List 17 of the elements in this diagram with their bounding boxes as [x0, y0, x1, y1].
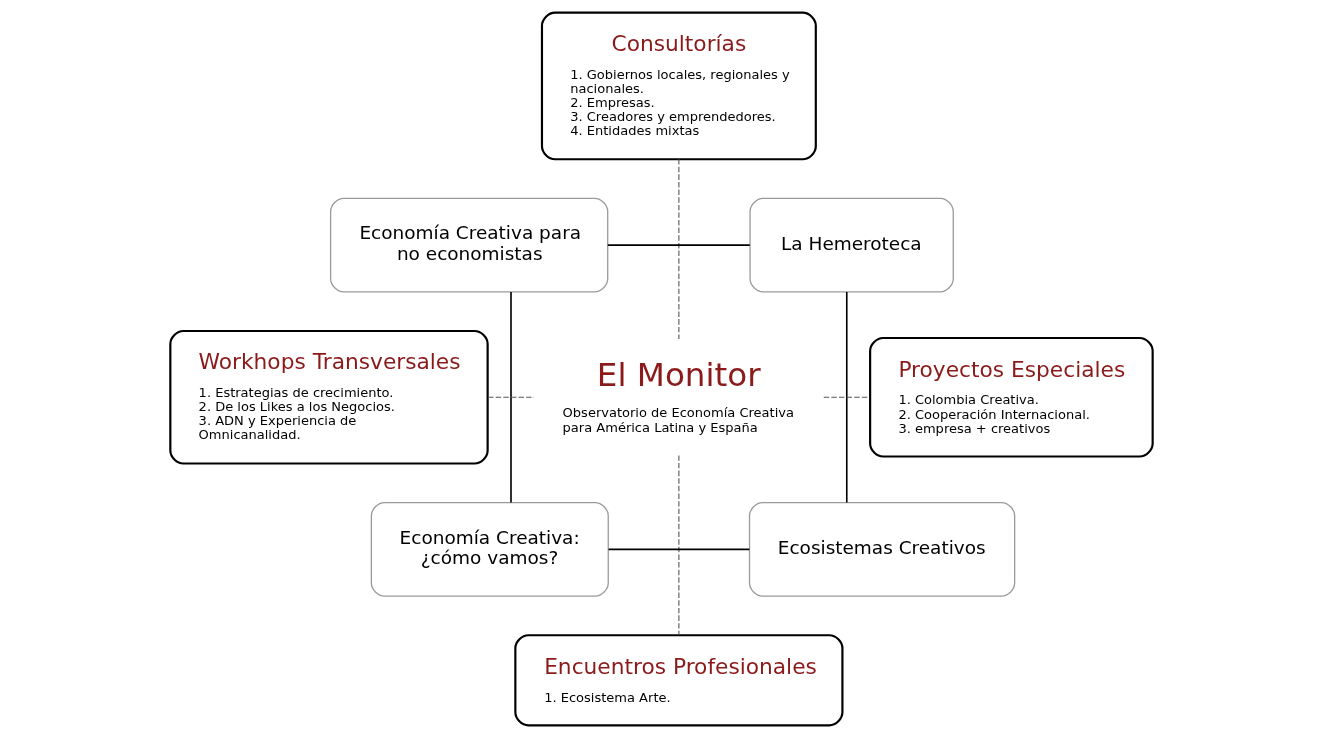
- node-box: Proyectos Especiales 1. Colombia Creativa. 2. Cooperación Internacional. 3. empresa + creativos: [869, 336, 1154, 458]
- connector: [487, 396, 535, 398]
- connector: [510, 291, 512, 504]
- connector: [678, 455, 680, 636]
- node-box: Encuentros Profesionales 1. Ecosistema Arte.: [514, 634, 844, 727]
- node-box: Workhops Transversales 1. Estrategias de crecimiento. 2. De los Likes a los Negocios. 3. ADN y Experiencia de Omnicanalidad.: [169, 329, 489, 465]
- node-text: El Monitor Observatorio de Economía Creativa para América Latina y España: [562, 356, 794, 435]
- node-box: Consultorías 1. Gobiernos locales, regionales y nacionales. 2. Empresas. 3. Creadores y emprendedores. 4. Entidades mixtas: [540, 11, 817, 161]
- connector: [607, 548, 751, 551]
- node-box: La Hemeroteca: [749, 197, 954, 293]
- node-box: Ecosistemas Creativos: [748, 502, 1016, 597]
- connector: [845, 291, 848, 504]
- node-box: Economía Creativa: ¿cómo vamos?: [370, 502, 609, 597]
- connector: [678, 158, 680, 340]
- connector: [823, 396, 871, 398]
- connector: [607, 244, 751, 246]
- node-box: Economía Creativa para no economistas: [329, 197, 609, 293]
